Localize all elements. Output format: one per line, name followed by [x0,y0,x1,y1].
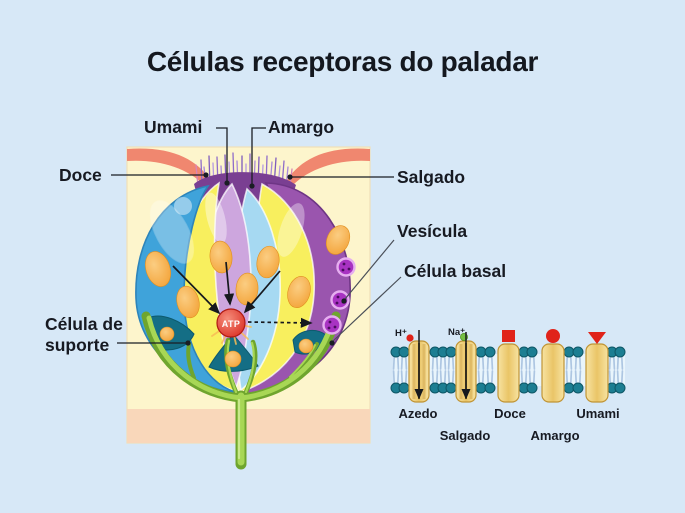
label-salgado: Salgado [397,167,466,187]
page-title: Células receptoras do paladar [146,46,539,77]
cell-nuclei [145,225,351,368]
sweet-molecule [502,330,515,342]
epithelium-surface-right [286,148,370,187]
label-umami: Umami [144,117,203,137]
label-celula-basal: Célula basal [404,261,507,281]
atp-signal [172,261,313,345]
label-channel-doce: Doce [494,406,526,421]
label-channel-azedo: Azedo [398,406,438,421]
leader-lines [111,127,402,346]
membrane-diagram [390,329,626,403]
vesicles [322,257,356,335]
label-celula-de-suporte: Célula de suporte [45,314,123,356]
label-channel-salgado: Salgado [439,428,491,443]
ion-flow-arrows [414,330,471,400]
label-na-ion: Na⁺ [448,327,466,338]
label-channel-umami: Umami [576,406,620,421]
atp-label: ATP [221,319,241,329]
bitter-molecule [546,329,560,343]
atp-circle [216,308,246,338]
h-ion-dot [406,334,414,342]
label-channel-amargo: Amargo [530,428,580,443]
tastant-molecules [406,329,606,344]
epithelium-surface-left [127,148,212,188]
label-vesicula: Vesícula [397,221,468,241]
label-doce: Doce [59,165,102,185]
umami-molecule [588,332,606,344]
signal-arrows [172,261,313,328]
label-h-ion: H⁺ [395,328,407,339]
label-amargo: Amargo [268,117,335,137]
